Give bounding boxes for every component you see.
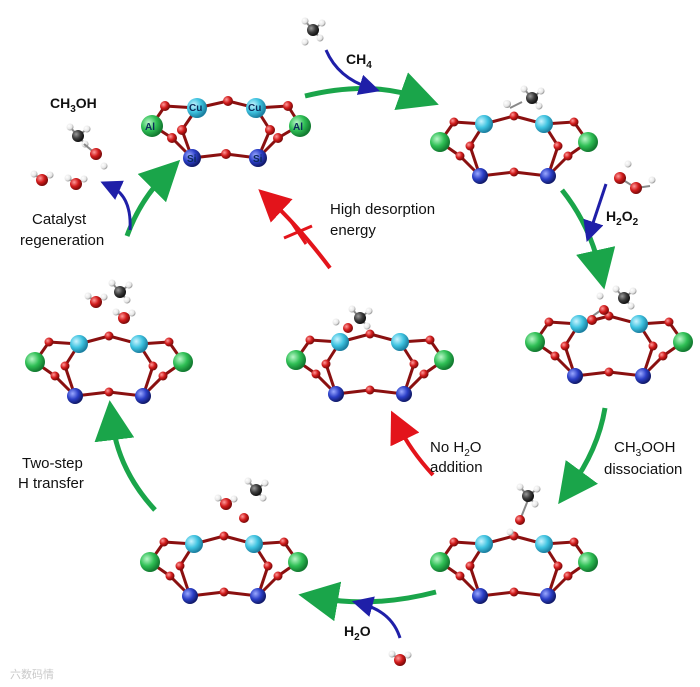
svg-text:Catalyst: Catalyst [32, 211, 87, 228]
label-catalyst-regeneration: Catalyst regeneration [20, 211, 104, 249]
label-ch3oh: CH3OH [50, 95, 97, 115]
green-arrow-top [304, 72, 439, 111]
svg-text:addition: addition [430, 459, 483, 476]
atom-label-al-right: Al [293, 122, 303, 133]
structure-ch3oh-bound [428, 482, 600, 606]
structure-h2o-added [138, 476, 310, 606]
label-h2o2: H2O2 [606, 208, 639, 228]
blue-arrow-ch4 [324, 49, 381, 95]
atom-label-al-left: Al [145, 122, 155, 133]
blue-arrow-h2o [351, 596, 402, 639]
molecules-water-released [29, 169, 89, 191]
red-arrow-no-h2o [390, 410, 435, 477]
label-two-step-h-transfer: Two-step H transfer [18, 455, 84, 492]
blocked-cross-icon [283, 219, 313, 245]
green-arrow-left-upper [124, 159, 181, 237]
svg-text:CH3OOH: CH3OOH [614, 439, 675, 459]
molecule-ch3oh-released [65, 122, 108, 170]
green-arrow-bottom [298, 581, 437, 622]
svg-text:regeneration: regeneration [20, 232, 104, 249]
reagent-arrows [100, 49, 608, 639]
atom-label-si-left: Si [187, 154, 197, 165]
svg-text:Two-step: Two-step [22, 455, 83, 472]
molecule-h2o [387, 649, 413, 667]
atom-label-cu-left: Cu [189, 103, 202, 114]
blue-arrow-ch3oh-out [100, 180, 132, 231]
structure-h-transfer [23, 278, 195, 406]
svg-text:High desorption: High desorption [330, 201, 435, 218]
green-arrow-right-lower [558, 407, 608, 505]
svg-text:H transfer: H transfer [18, 475, 84, 492]
svg-text:energy: energy [330, 222, 376, 239]
molecule-h2o2 [614, 160, 656, 194]
green-arrow-left-lower [94, 400, 157, 512]
label-ch4: CH4 [346, 51, 372, 71]
label-high-desorption-energy: High desorption energy [330, 201, 435, 239]
structure-methyl-adsorbed [428, 84, 600, 186]
label-no-h2o-addition: No H2O addition [430, 439, 483, 476]
atom-label-cu-right: Cu [248, 103, 261, 114]
atom-label-si-right: Si [253, 154, 263, 165]
structure-center-no-h2o [284, 304, 456, 404]
label-h2o: H2O [344, 623, 371, 643]
svg-text:dissociation: dissociation [604, 461, 682, 478]
svg-text:No H2O: No H2O [430, 439, 481, 459]
structure-catalyst-initial: Cu Cu Al Al Si Si [141, 96, 311, 167]
label-ch3ooh-dissociation: CH3OOH dissociation [604, 439, 682, 478]
molecule-ch4 [300, 16, 327, 46]
structure-ch3ooh [523, 284, 695, 386]
watermark: 六数码情 [10, 668, 54, 681]
blue-arrow-h2o2 [583, 183, 608, 242]
green-arrow-right-upper [560, 188, 616, 290]
red-arrows [258, 189, 435, 477]
